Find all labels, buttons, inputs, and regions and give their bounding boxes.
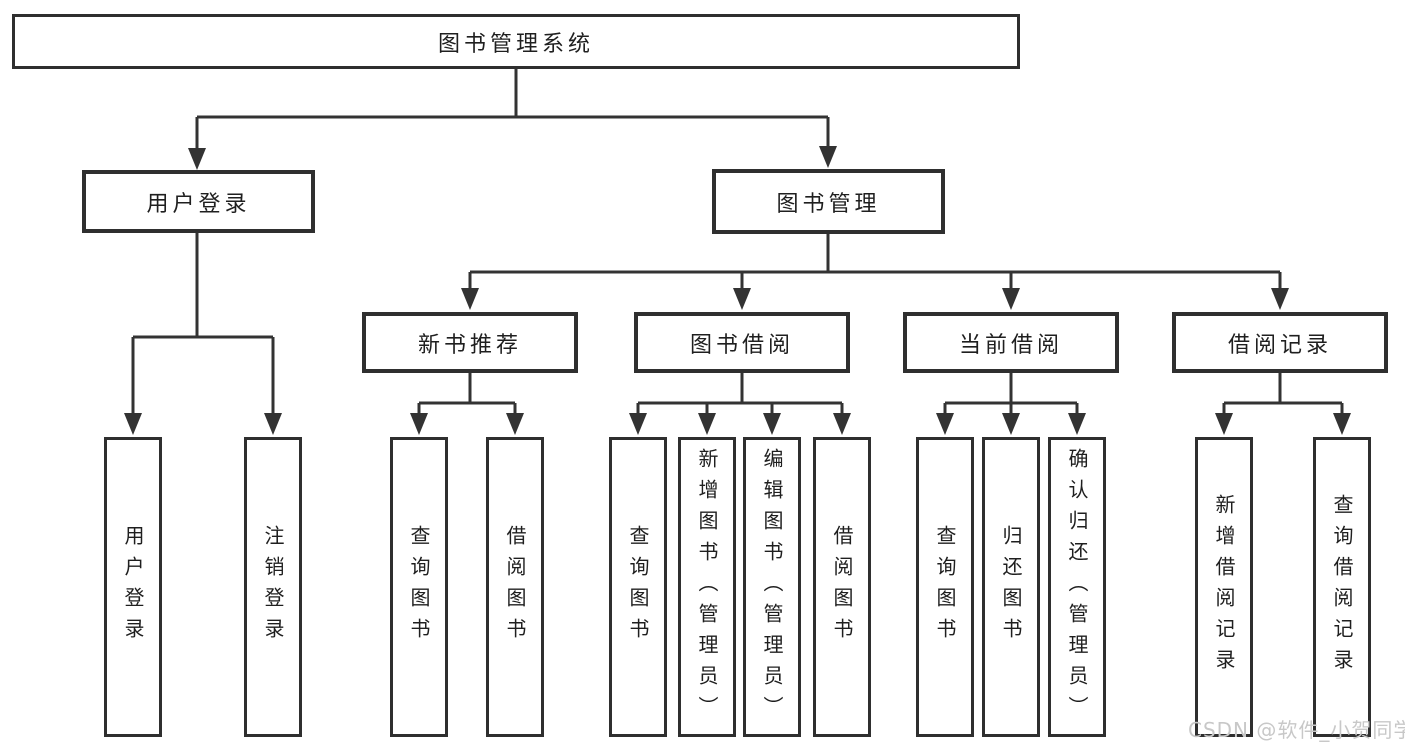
node-label: 归还图书 [999,525,1023,649]
node-book-borrow: 图书借阅 [634,312,850,373]
node-library-management-system: 图书管理系统 [12,14,1020,69]
connector-current-borrow-to-leaves [936,373,1086,435]
connector-borrow-records-to-leaves [1215,373,1351,435]
node-label: 确认归还（管理员） [1065,447,1089,727]
node-leaf-confirm-return-admin: 确认归还（管理员） [1048,437,1106,737]
node-label: 新增借阅记录 [1212,494,1236,680]
node-label: 图书管理系统 [437,31,594,57]
connector-new-books-to-leaves [410,373,524,435]
node-leaf-borrow-books-1: 借阅图书 [486,437,544,737]
node-label: 新书推荐 [417,332,522,358]
node-leaf-query-books-1: 查询图书 [390,437,448,737]
connector-root-to-level2 [188,69,837,170]
node-leaf-query-books-3: 查询图书 [916,437,974,737]
node-leaf-edit-books-admin: 编辑图书（管理员） [743,437,801,737]
node-label: 查询图书 [933,525,957,649]
connector-book-borrow-to-leaves [629,373,851,435]
node-label: 图书管理 [776,191,881,217]
node-label: 借阅图书 [503,525,527,649]
node-leaf-user-login: 用户登录 [104,437,162,737]
node-label: 查询图书 [407,525,431,649]
node-current-borrow: 当前借阅 [903,312,1119,373]
node-leaf-add-books-admin: 新增图书（管理员） [678,437,736,737]
connector-user-login-to-leaves [124,233,282,435]
node-user-login: 用户登录 [82,170,315,233]
node-label: 借阅记录 [1227,332,1332,358]
node-label: 借阅图书 [830,525,854,649]
node-leaf-query-books-2: 查询图书 [609,437,667,737]
node-label: 编辑图书（管理员） [760,447,784,727]
node-label: 注销登录 [261,525,285,649]
node-new-book-recommend: 新书推荐 [362,312,578,373]
node-leaf-add-borrow-record: 新增借阅记录 [1195,437,1253,737]
node-leaf-query-borrow-record: 查询借阅记录 [1313,437,1371,737]
node-borrow-records: 借阅记录 [1172,312,1388,373]
node-label: 查询图书 [626,525,650,649]
node-label: 新增图书（管理员） [695,447,719,727]
connector-book-mgmt-to-level3 [461,234,1289,310]
watermark: CSDN @软件_小贺同学 [1188,718,1405,742]
node-leaf-borrow-books-2: 借阅图书 [813,437,871,737]
node-label: 图书借阅 [689,332,794,358]
node-label: 查询借阅记录 [1330,494,1354,680]
node-label: 用户登录 [121,525,145,649]
node-label: 当前借阅 [958,332,1063,358]
node-leaf-return-books: 归还图书 [982,437,1040,737]
node-label: 用户登录 [146,191,251,217]
node-leaf-logout: 注销登录 [244,437,302,737]
node-book-management: 图书管理 [712,169,945,234]
